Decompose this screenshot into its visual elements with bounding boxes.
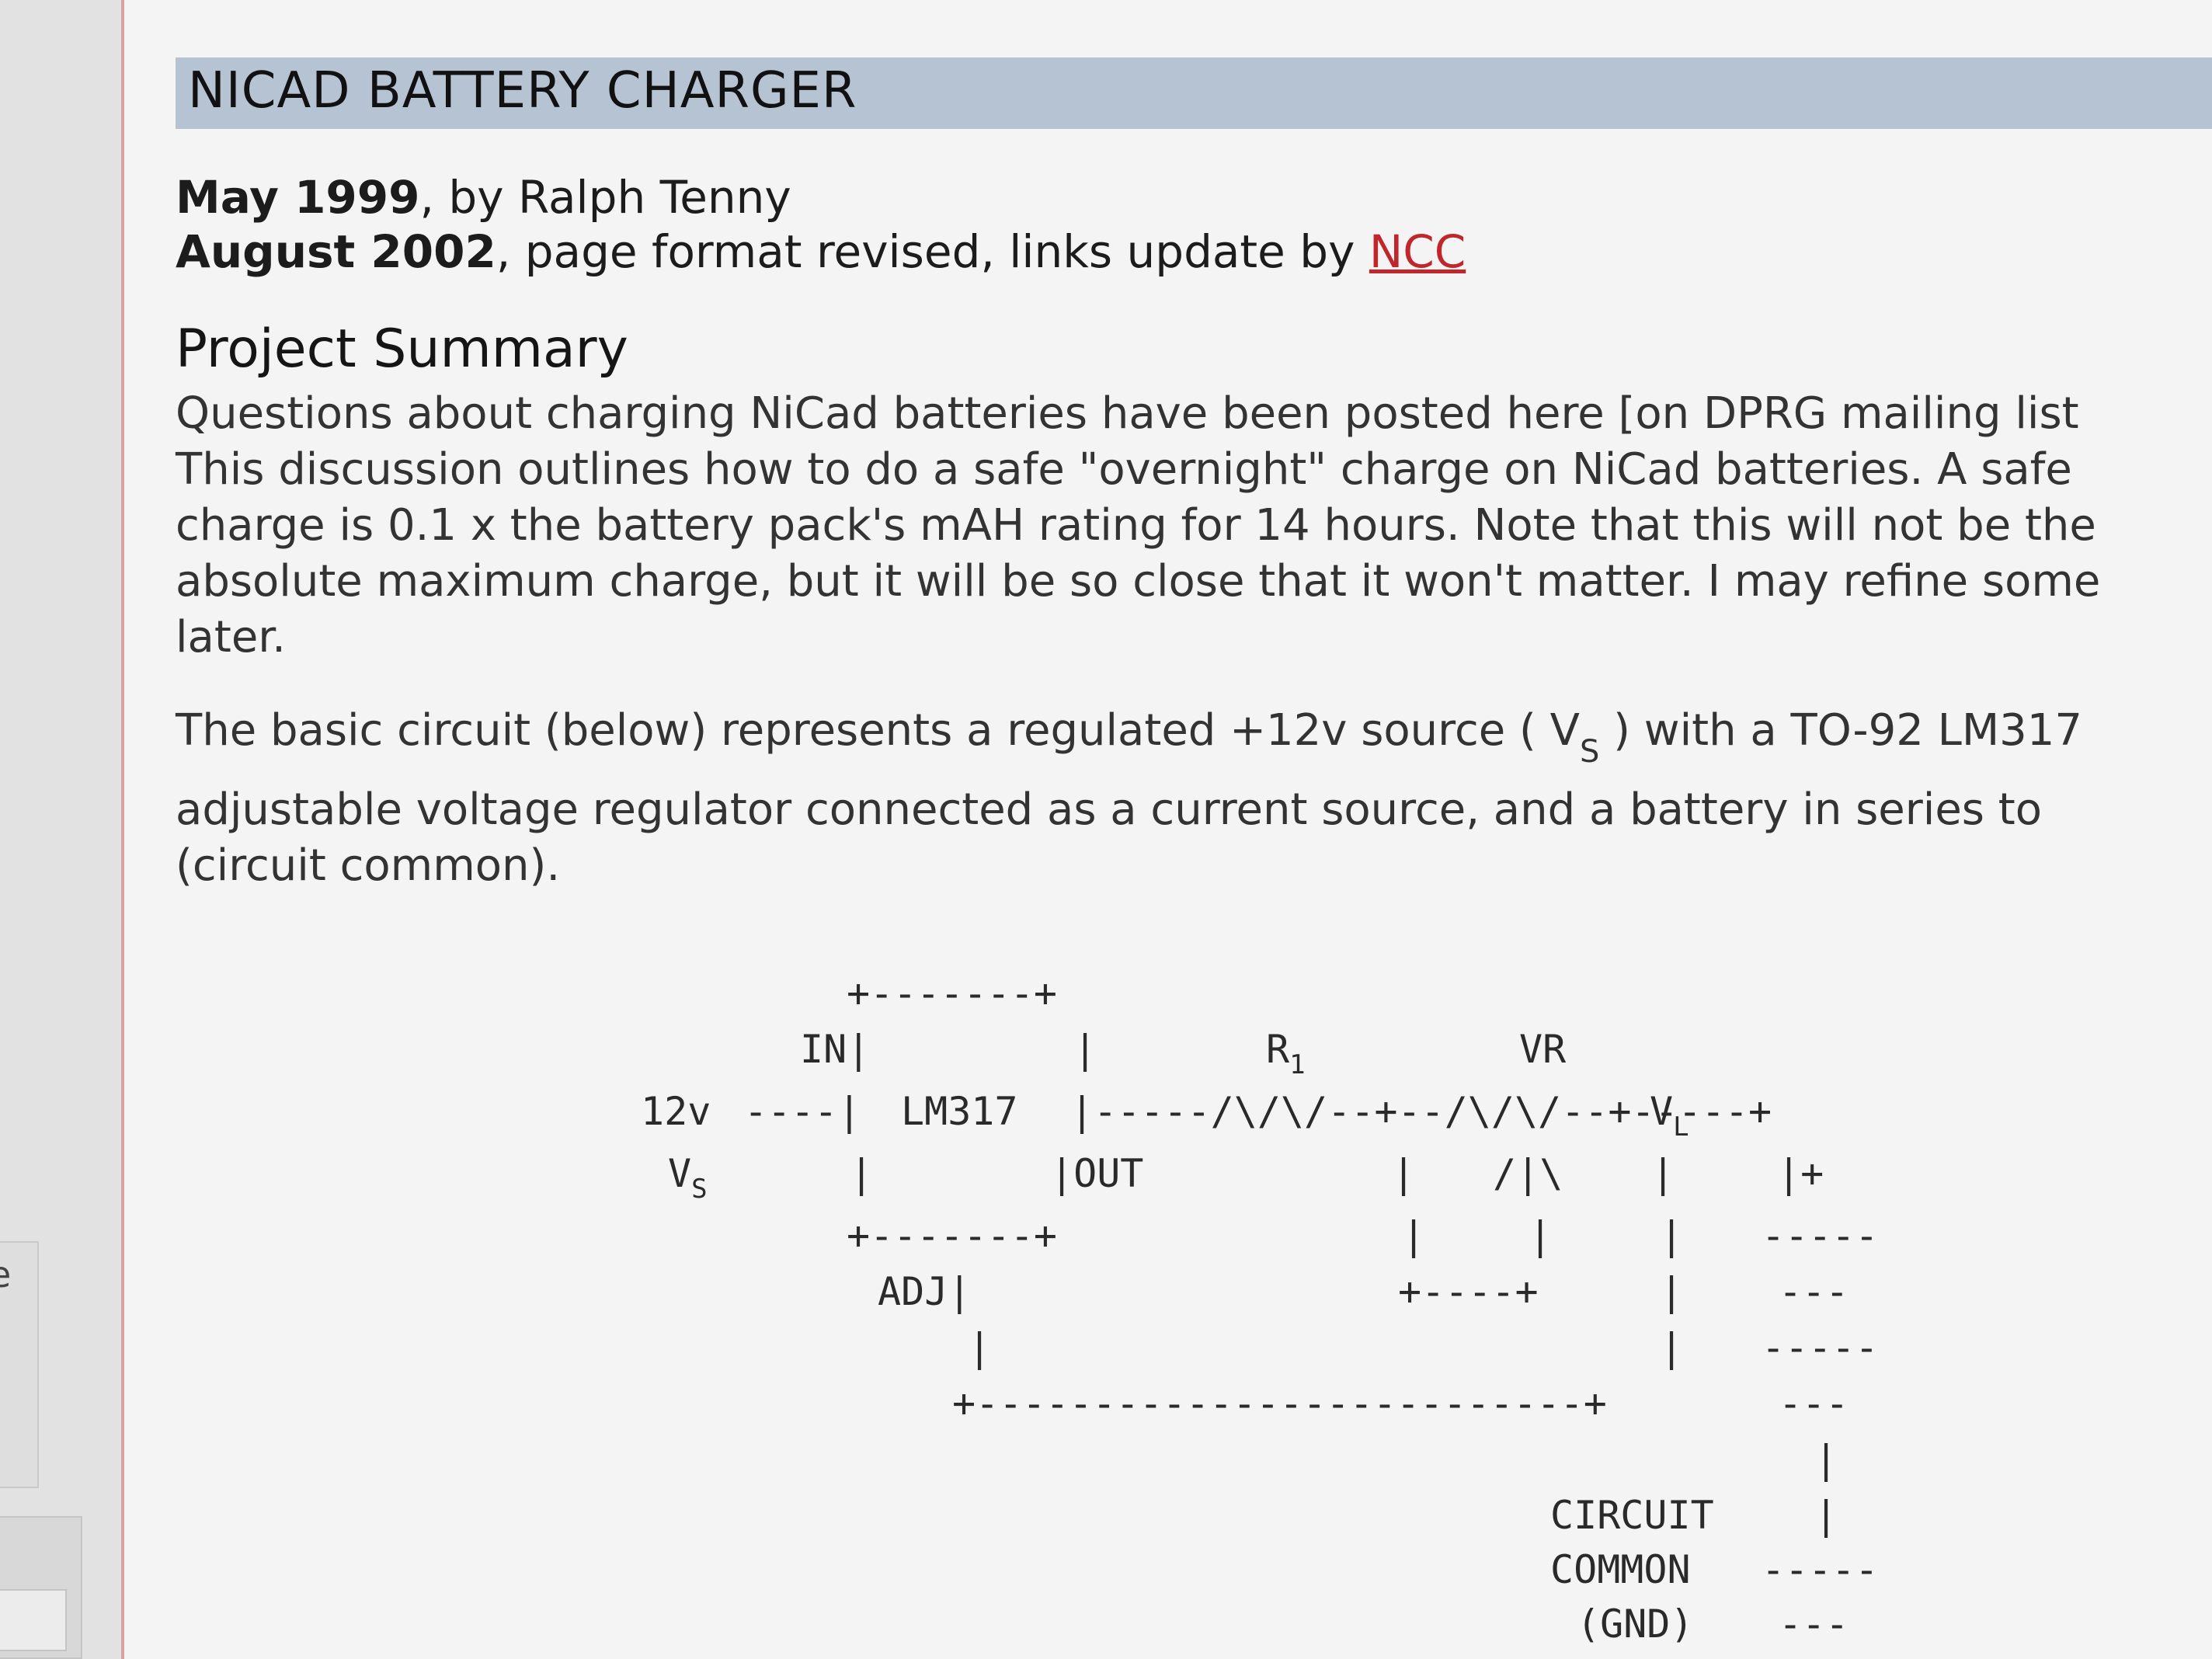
title-bar: [176, 57, 2212, 129]
battery-cell-long: -----: [1762, 1325, 1879, 1370]
loop-right-drop: |: [1529, 1213, 1553, 1258]
regulator-left-edge: |: [850, 1151, 874, 1196]
r1-drop: |: [1392, 1151, 1416, 1196]
sidebar-panel: [0, 1516, 82, 1659]
summary-line: absolute maximum charge, but it will be …: [176, 556, 2101, 607]
vr-wiper: /|\: [1493, 1151, 1563, 1196]
adj-label: ADJ|: [878, 1269, 972, 1314]
ground-drop: |: [1660, 1213, 1684, 1258]
summary-line: This discussion outlines how to do a saf…: [176, 444, 2072, 495]
credit-date-2: August 2002: [176, 225, 496, 278]
regulator-top-edge: +-------+: [847, 971, 1057, 1016]
basic-circuit-line: The basic circuit (below) represents a r…: [176, 705, 2083, 770]
page-title: NICAD BATTERY CHARGER: [188, 62, 857, 120]
battery-plus: |+: [1777, 1151, 1824, 1196]
ground-line: +--------------------------+: [952, 1381, 1607, 1426]
r1-label: R1: [1266, 1027, 1306, 1080]
battery-cell-short: ---: [1779, 1269, 1849, 1314]
basic-circuit-line: (circuit common).: [176, 840, 561, 891]
regulator-bottom-edge: +-------+: [847, 1213, 1057, 1258]
summary-line: later.: [176, 612, 286, 663]
common-label: COMMON: [1550, 1547, 1691, 1592]
battery-drop: |: [1814, 1437, 1838, 1482]
ground-drop: |: [1660, 1325, 1684, 1370]
basic-text-post: ) with a TO-92 LM317: [1599, 705, 2083, 756]
circuit-schematic: +-------+ IN| | R1 VR 12v ----| LM317 |-…: [124, 0, 2212, 1659]
vs-label: VS: [668, 1151, 708, 1205]
summary-line: Questions about charging NiCad batteries…: [176, 388, 2079, 439]
basic-circuit-line: adjustable voltage regulator connected a…: [176, 784, 2042, 835]
battery-cell-long: -----: [1762, 1213, 1879, 1258]
ground-symbol-long: -----: [1762, 1547, 1879, 1592]
section-heading: Project Summary: [176, 318, 628, 380]
basic-text-pre: The basic circuit (below) represents a r…: [176, 705, 1580, 756]
wiper-loop: +----+: [1398, 1269, 1539, 1314]
output-wire: |-----/\/\/--+--/\/\/--+-----+: [1070, 1089, 1772, 1134]
content-border: [121, 0, 124, 1659]
gnd-label: (GND): [1577, 1602, 1694, 1647]
sidebar-tab[interactable]: e: [0, 1241, 39, 1488]
vr-label: VR: [1519, 1027, 1567, 1072]
input-wire: ----|: [744, 1089, 861, 1134]
credit-line-1: May 1999, by Ralph Tenny: [176, 171, 791, 224]
sidebar-input[interactable]: [0, 1589, 67, 1651]
credit-text-2: , page format revised, links update by: [496, 225, 1369, 278]
credit-text-1: , by Ralph Tenny: [419, 171, 791, 224]
in-label: IN|: [800, 1027, 871, 1072]
ncc-link[interactable]: NCC: [1369, 225, 1466, 278]
ground-drop: |: [1660, 1269, 1684, 1314]
regulator-label: LM317: [901, 1089, 1018, 1134]
battery-drop: |: [1814, 1493, 1838, 1538]
circuit-label: CIRCUIT: [1550, 1493, 1714, 1538]
credit-line-2: August 2002, page format revised, links …: [176, 225, 1466, 278]
source-voltage: 12v: [641, 1089, 711, 1134]
adj-drop: |: [968, 1325, 992, 1370]
summary-line: charge is 0.1 x the battery pack's mAH r…: [176, 500, 2096, 551]
vs-subscript: S: [1579, 734, 1600, 770]
ground-symbol-short: ---: [1779, 1602, 1849, 1647]
battery-cell-short: ---: [1779, 1381, 1849, 1426]
credit-date-1: May 1999: [176, 171, 420, 224]
left-gutter: e: [0, 0, 123, 1659]
loop-left-drop: |: [1402, 1213, 1426, 1258]
vr-drop: |: [1651, 1151, 1675, 1196]
sidebar-tab-label: e: [0, 1254, 12, 1296]
vl-label: VL: [1650, 1089, 1689, 1143]
article-content: NICAD BATTERY CHARGER May 1999, by Ralph…: [124, 0, 2212, 1659]
regulator-right-edge: |: [1073, 1027, 1097, 1072]
out-label: |OUT: [1050, 1151, 1144, 1196]
